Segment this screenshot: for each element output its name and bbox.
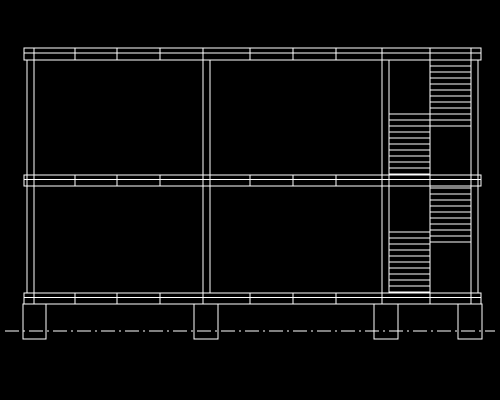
footing <box>457 303 483 340</box>
columns <box>26 60 479 293</box>
stairs <box>388 60 472 293</box>
floor-beam <box>23 174 482 187</box>
floor-beams <box>23 47 482 305</box>
footings <box>22 303 483 340</box>
floor-beam <box>23 292 482 305</box>
footing <box>22 303 47 340</box>
floor-beam <box>23 47 482 61</box>
footing <box>193 303 219 340</box>
footing <box>373 303 399 340</box>
